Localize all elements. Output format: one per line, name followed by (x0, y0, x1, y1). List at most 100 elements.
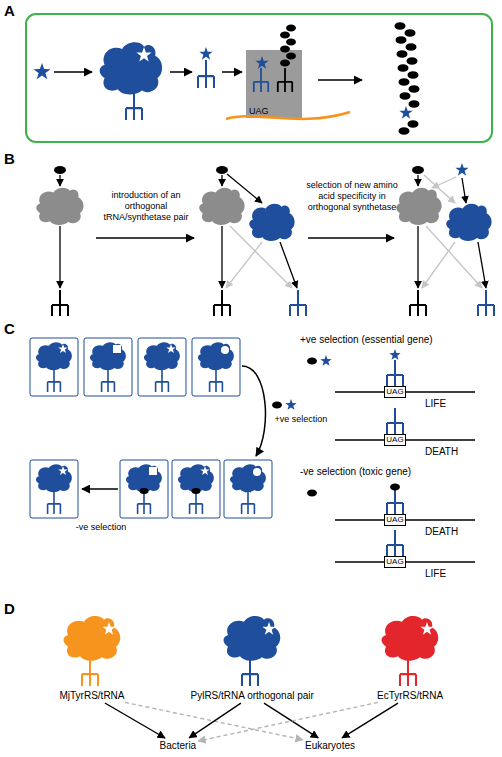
pathway-arrow (422, 242, 455, 288)
protein-chain (395, 22, 420, 135)
synthetase-symbol (64, 616, 121, 661)
compatibility-arrow (125, 702, 303, 739)
synthetase-symbol (199, 188, 244, 225)
amino-acid-star (199, 47, 212, 60)
node-text: MjTyrRS/tRNA (60, 690, 125, 701)
protein-chain-part (409, 85, 420, 93)
annotation-text: -ve selection (toxic gene) (300, 466, 411, 478)
node-text: PylRS/tRNA orthogonal pair (191, 690, 314, 701)
node-text: UAG (249, 106, 269, 117)
pathway-arrow (221, 175, 222, 186)
amino-acid-star (33, 63, 50, 79)
cell-library-part (221, 346, 229, 354)
protein-chain-part (400, 92, 411, 100)
synthetase-symbol (249, 204, 294, 241)
gene-line-part (335, 439, 384, 441)
pathway-arrow (59, 226, 60, 288)
ribosome-box: UAG (246, 50, 302, 118)
selected-cells-part (140, 488, 149, 494)
annotation-text: selection of new amino acid specificity … (306, 180, 398, 213)
amino-acid-star (244, 650, 255, 661)
pathway-arrow (280, 242, 297, 288)
pathway-arrow (478, 242, 486, 288)
panel-c-cells (30, 338, 297, 518)
cell-library (30, 338, 240, 396)
node-text: UAG (386, 387, 403, 397)
protein-chain-part (395, 22, 406, 30)
selected-cells-part (58, 466, 68, 475)
amino-acid-dot (272, 402, 282, 409)
synthetase-symbol (396, 188, 441, 225)
selected-cells-part (172, 460, 220, 518)
node-text: EcTyrRS/tRNA (377, 690, 443, 701)
trna-symbol (126, 92, 142, 120)
trna-symbol (198, 60, 214, 88)
gene-line-part (335, 391, 384, 393)
trna-symbol (387, 530, 403, 556)
selection-arrow (242, 366, 265, 456)
selected-cells-part (190, 490, 203, 514)
pair-label: MjTyrRS/tRNA (60, 689, 125, 702)
pathway-arrow (226, 242, 262, 288)
synthetase-symbol (382, 616, 439, 661)
protein-chain-part (397, 50, 408, 58)
protein-chain-part (399, 78, 410, 86)
protein-chain-part (396, 36, 407, 44)
cell-library-part (58, 344, 68, 353)
selected-cells-part (242, 490, 255, 514)
selected-cells-part (224, 460, 272, 518)
binding-pocket (262, 622, 275, 635)
cell-library-part (113, 345, 121, 353)
amino-acid-dot (307, 490, 317, 497)
node-text: UAG (386, 515, 403, 525)
protein-chain-part (405, 29, 416, 37)
node-text: Eukaryotes (305, 740, 355, 751)
compatibility-arrow (264, 703, 318, 738)
trna-symbol (478, 290, 494, 316)
cell-library-part (166, 344, 176, 353)
cell-library-part (144, 342, 180, 370)
node-text: Bacteria (160, 740, 197, 751)
panel-c-genes (307, 349, 475, 562)
synthetase-symbol (36, 188, 83, 225)
host-label: Eukaryotes (305, 739, 355, 752)
codon-box: UAG (384, 514, 406, 526)
panel-letter: C (4, 320, 15, 337)
protein-chain-part (408, 71, 419, 79)
pathway-arrow (426, 226, 482, 288)
peptide-chain-part (280, 32, 290, 39)
selected-cells-part (36, 464, 72, 492)
step-arrow (96, 237, 194, 239)
compatibility-arrow (198, 702, 378, 741)
trna-symbol (82, 658, 98, 686)
codon-box: UAG (384, 386, 406, 398)
annotation-text: -ve selection (68, 522, 134, 533)
process-arrow (170, 71, 192, 73)
selected-cells-part (230, 464, 266, 492)
process-arrow (54, 71, 92, 73)
cell-outline (26, 14, 492, 142)
outcome-label: DEATH (425, 446, 458, 458)
pair-label: EcTyrRS/tRNA (377, 689, 443, 702)
selected-cells-part (30, 460, 78, 518)
compatibility-arrow (189, 703, 241, 738)
cell-library-part (30, 338, 78, 396)
trna-symbol (242, 658, 258, 686)
codon-box: UAG (384, 434, 406, 446)
node-text: UAG (386, 557, 403, 567)
selected-cells-part (178, 464, 214, 492)
panel-d-art (64, 616, 439, 686)
pathway-arrow (59, 175, 60, 186)
selected-cells-part (138, 490, 151, 514)
protein-chain-part (409, 100, 420, 108)
amino-acid-star (455, 163, 468, 176)
outcome-label: DEATH (425, 526, 458, 538)
amino-acid-dot (412, 166, 424, 174)
annotation-text: introduction of an orthogonal tRNA/synth… (96, 190, 196, 223)
binding-pocket (136, 47, 151, 61)
pathway-arrow (230, 226, 292, 288)
gene-line-part (335, 561, 384, 563)
selected-cells (30, 460, 272, 518)
amino-acid-star (389, 349, 400, 360)
